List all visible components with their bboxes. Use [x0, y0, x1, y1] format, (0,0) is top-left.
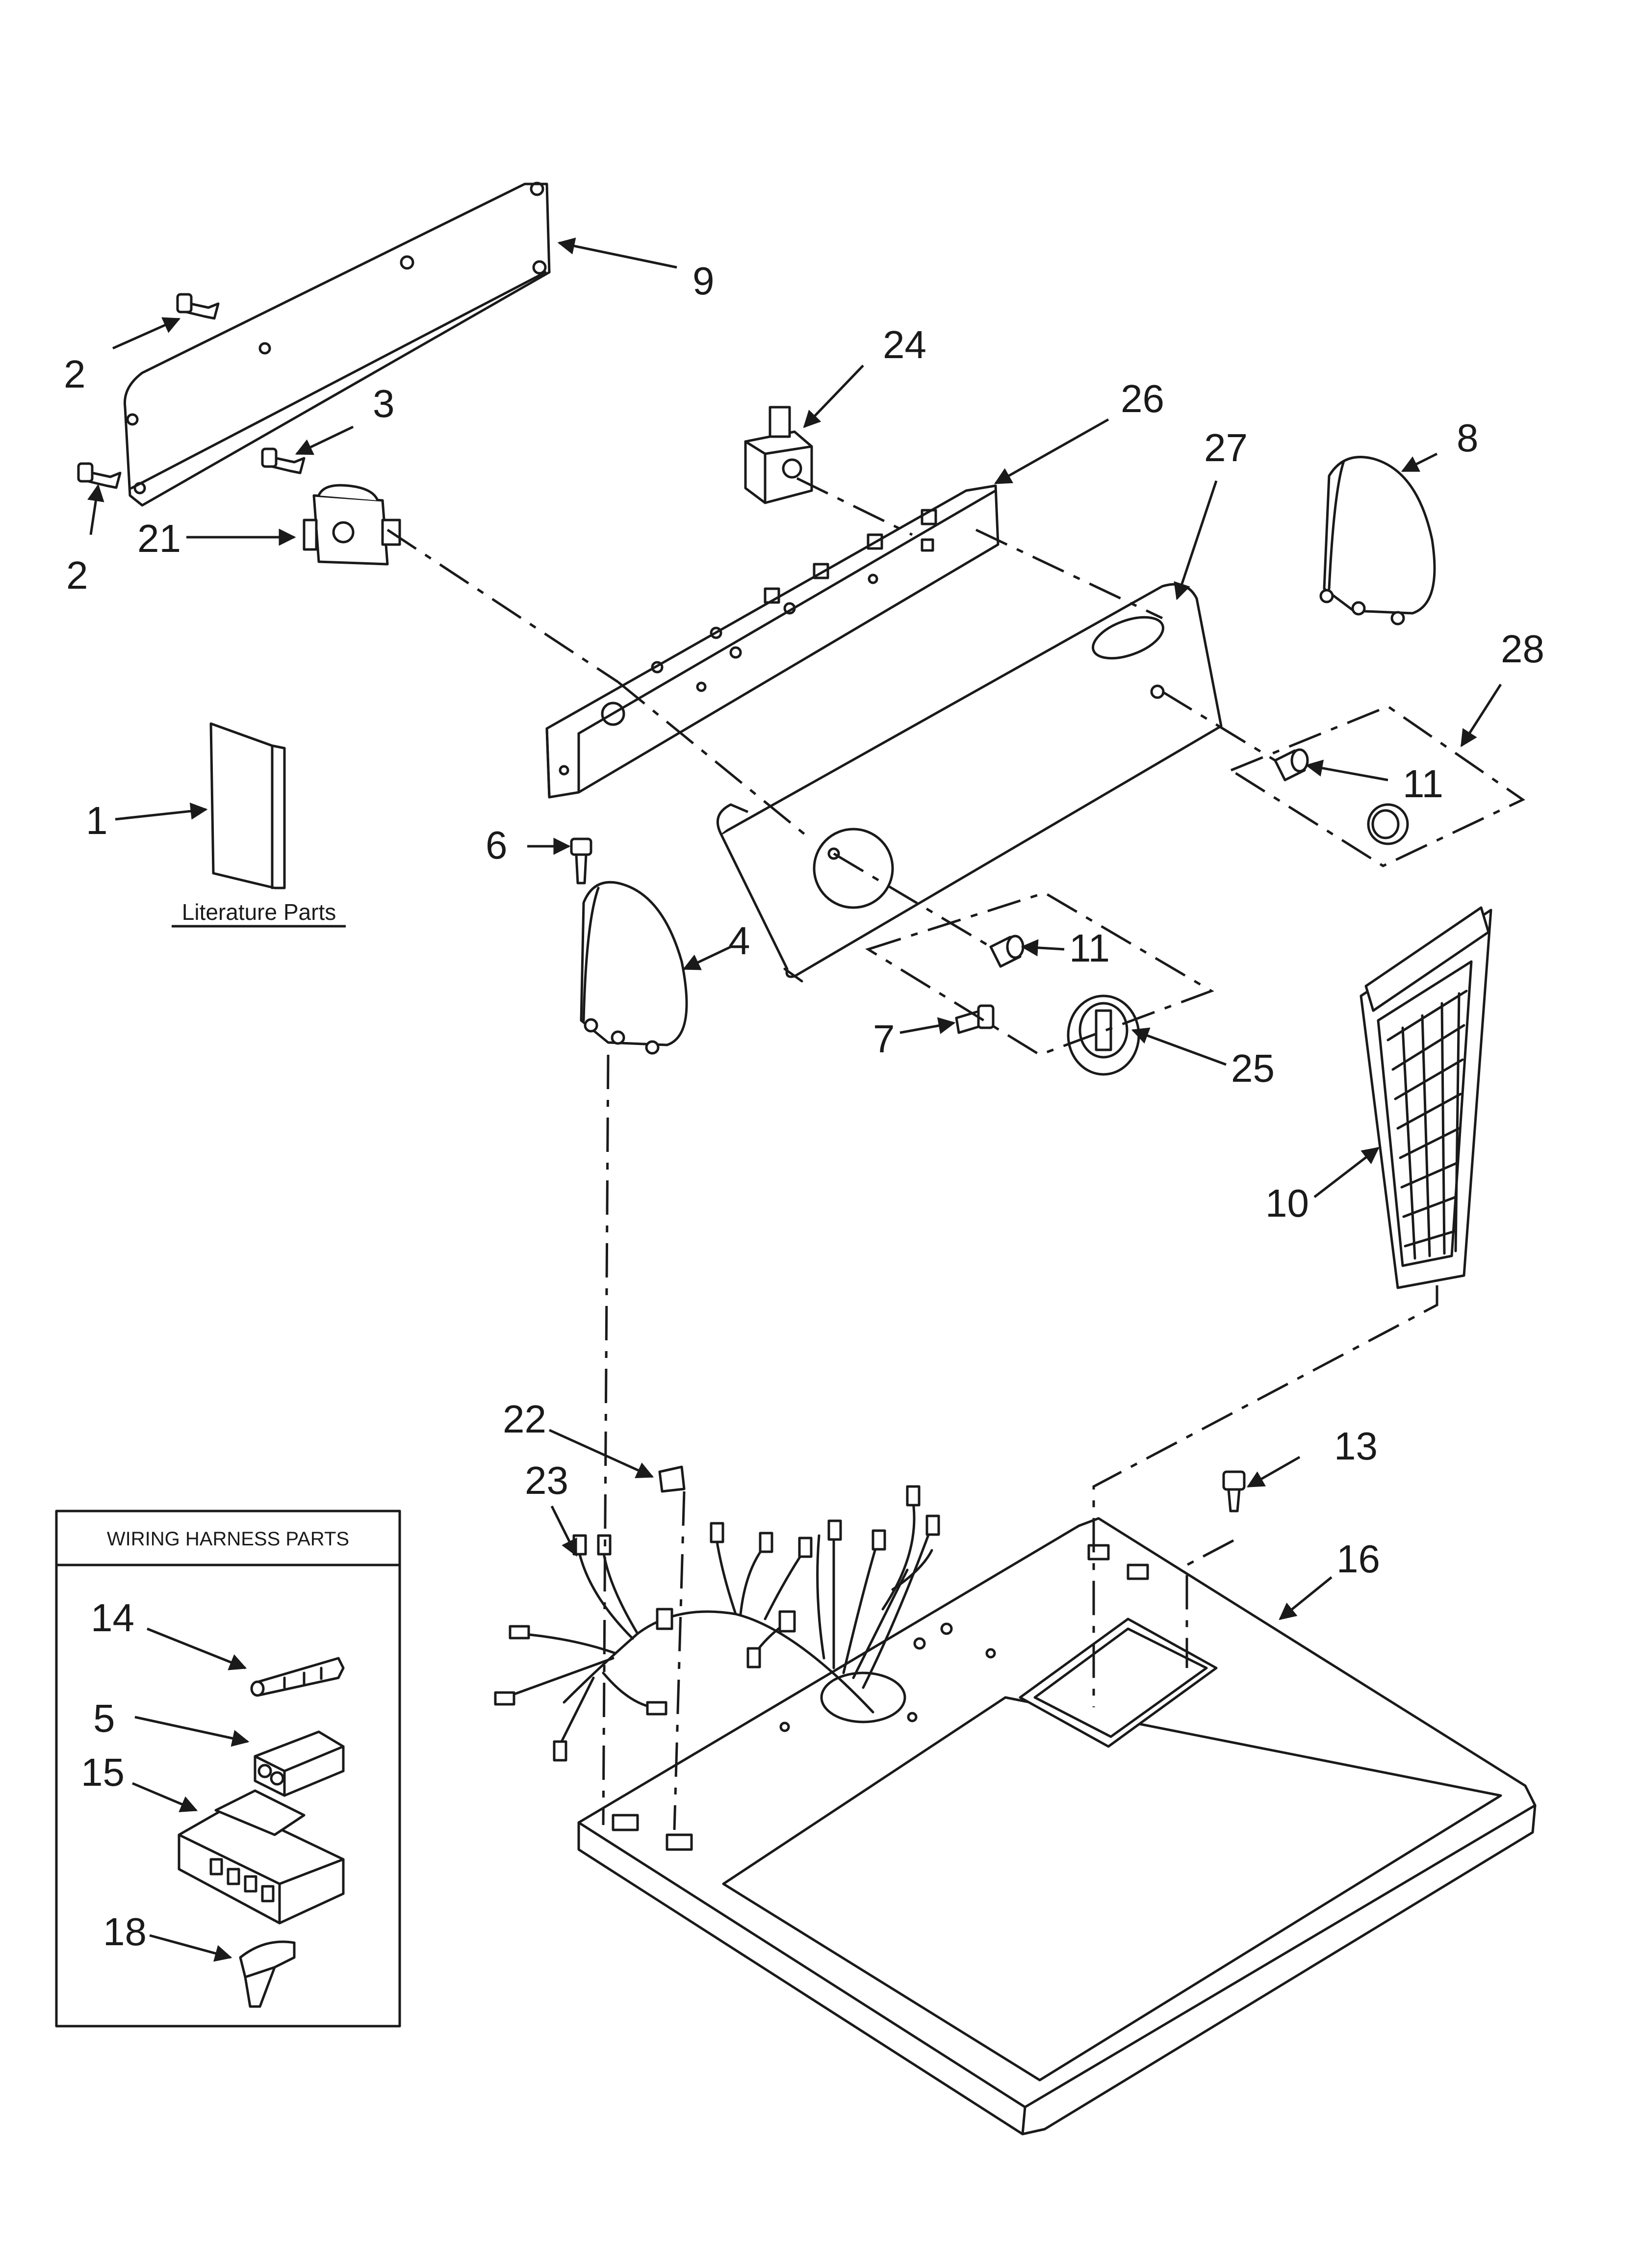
callout-9: 9: [693, 259, 715, 303]
leader-arrows: [87, 237, 1502, 1962]
callout-5: 5: [93, 1696, 115, 1740]
screw-part-7: [955, 1004, 995, 1034]
callout-23: 23: [525, 1459, 568, 1502]
callout-24: 24: [883, 323, 926, 366]
callout-7: 7: [873, 1017, 895, 1061]
spacer-part-11-upper: [1274, 748, 1309, 782]
end-cap-part-4: [580, 881, 688, 1055]
callout-27: 27: [1204, 426, 1248, 469]
callout-18: 18: [103, 1910, 147, 1954]
lint-screen-part-10: [1360, 906, 1492, 1289]
kit-box-part-28: [1228, 705, 1525, 867]
callout-22: 22: [503, 1397, 546, 1441]
console-panel-part-27: [716, 583, 1223, 983]
callout-11-upper: 11: [1403, 762, 1443, 806]
callout-15: 15: [81, 1750, 125, 1794]
kit-box-part-25: [865, 891, 1214, 1056]
literature-part-1: [209, 722, 286, 889]
screw-part-2-upper: [176, 293, 220, 320]
callout-6: 6: [486, 823, 508, 867]
callout-2-upper: 2: [64, 352, 86, 396]
clip-part-18: [239, 1940, 296, 2008]
callout-25: 25: [1231, 1046, 1275, 1090]
callout-labels: 9 2 2 3 21 24 26 27 8 28 11 11 1 6 4 7 2…: [64, 259, 1544, 1954]
callout-11-lower: 11: [1069, 926, 1110, 970]
relay-part-24: [744, 406, 813, 504]
callout-16: 16: [1336, 1537, 1380, 1581]
connector-part-5: [254, 1730, 345, 1797]
callout-13: 13: [1334, 1424, 1378, 1468]
knob-part-25: [1067, 994, 1140, 1076]
literature-label: Literature Parts: [182, 899, 336, 925]
wiring-harness-box: WIRING HARNESS PARTS: [55, 1510, 401, 2028]
screw-part-6: [570, 837, 592, 885]
connector-part-15: [178, 1789, 345, 1925]
spacer-part-11-lower: [989, 935, 1025, 968]
callout-3: 3: [373, 382, 395, 425]
knob-part-28: [1367, 803, 1409, 845]
callout-2-lower: 2: [66, 553, 88, 597]
callout-26: 26: [1121, 377, 1164, 420]
callout-4: 4: [728, 919, 750, 963]
screw-part-3: [261, 447, 306, 474]
end-cap-part-8: [1319, 456, 1436, 626]
switch-part-21: [303, 484, 401, 566]
terminal-part-14: [250, 1657, 345, 1697]
callout-8: 8: [1457, 416, 1479, 460]
callout-10: 10: [1265, 1181, 1309, 1225]
wiring-box-title: WIRING HARNESS PARTS: [107, 1528, 349, 1550]
screw-part-13: [1222, 1470, 1246, 1512]
wire-harness-part-23: [494, 1485, 940, 1762]
top-panel-part-16: [577, 1517, 1537, 2136]
callout-28: 28: [1501, 627, 1544, 671]
bracket-part-9: [123, 182, 551, 507]
callout-1: 1: [86, 799, 108, 842]
clip-part-22: [658, 1465, 686, 1493]
callout-21: 21: [137, 517, 181, 560]
control-plate-part-26: [545, 484, 1000, 799]
screw-part-2-lower: [77, 462, 122, 489]
callout-14: 14: [91, 1596, 134, 1640]
assembly-lines: [386, 477, 1438, 1830]
